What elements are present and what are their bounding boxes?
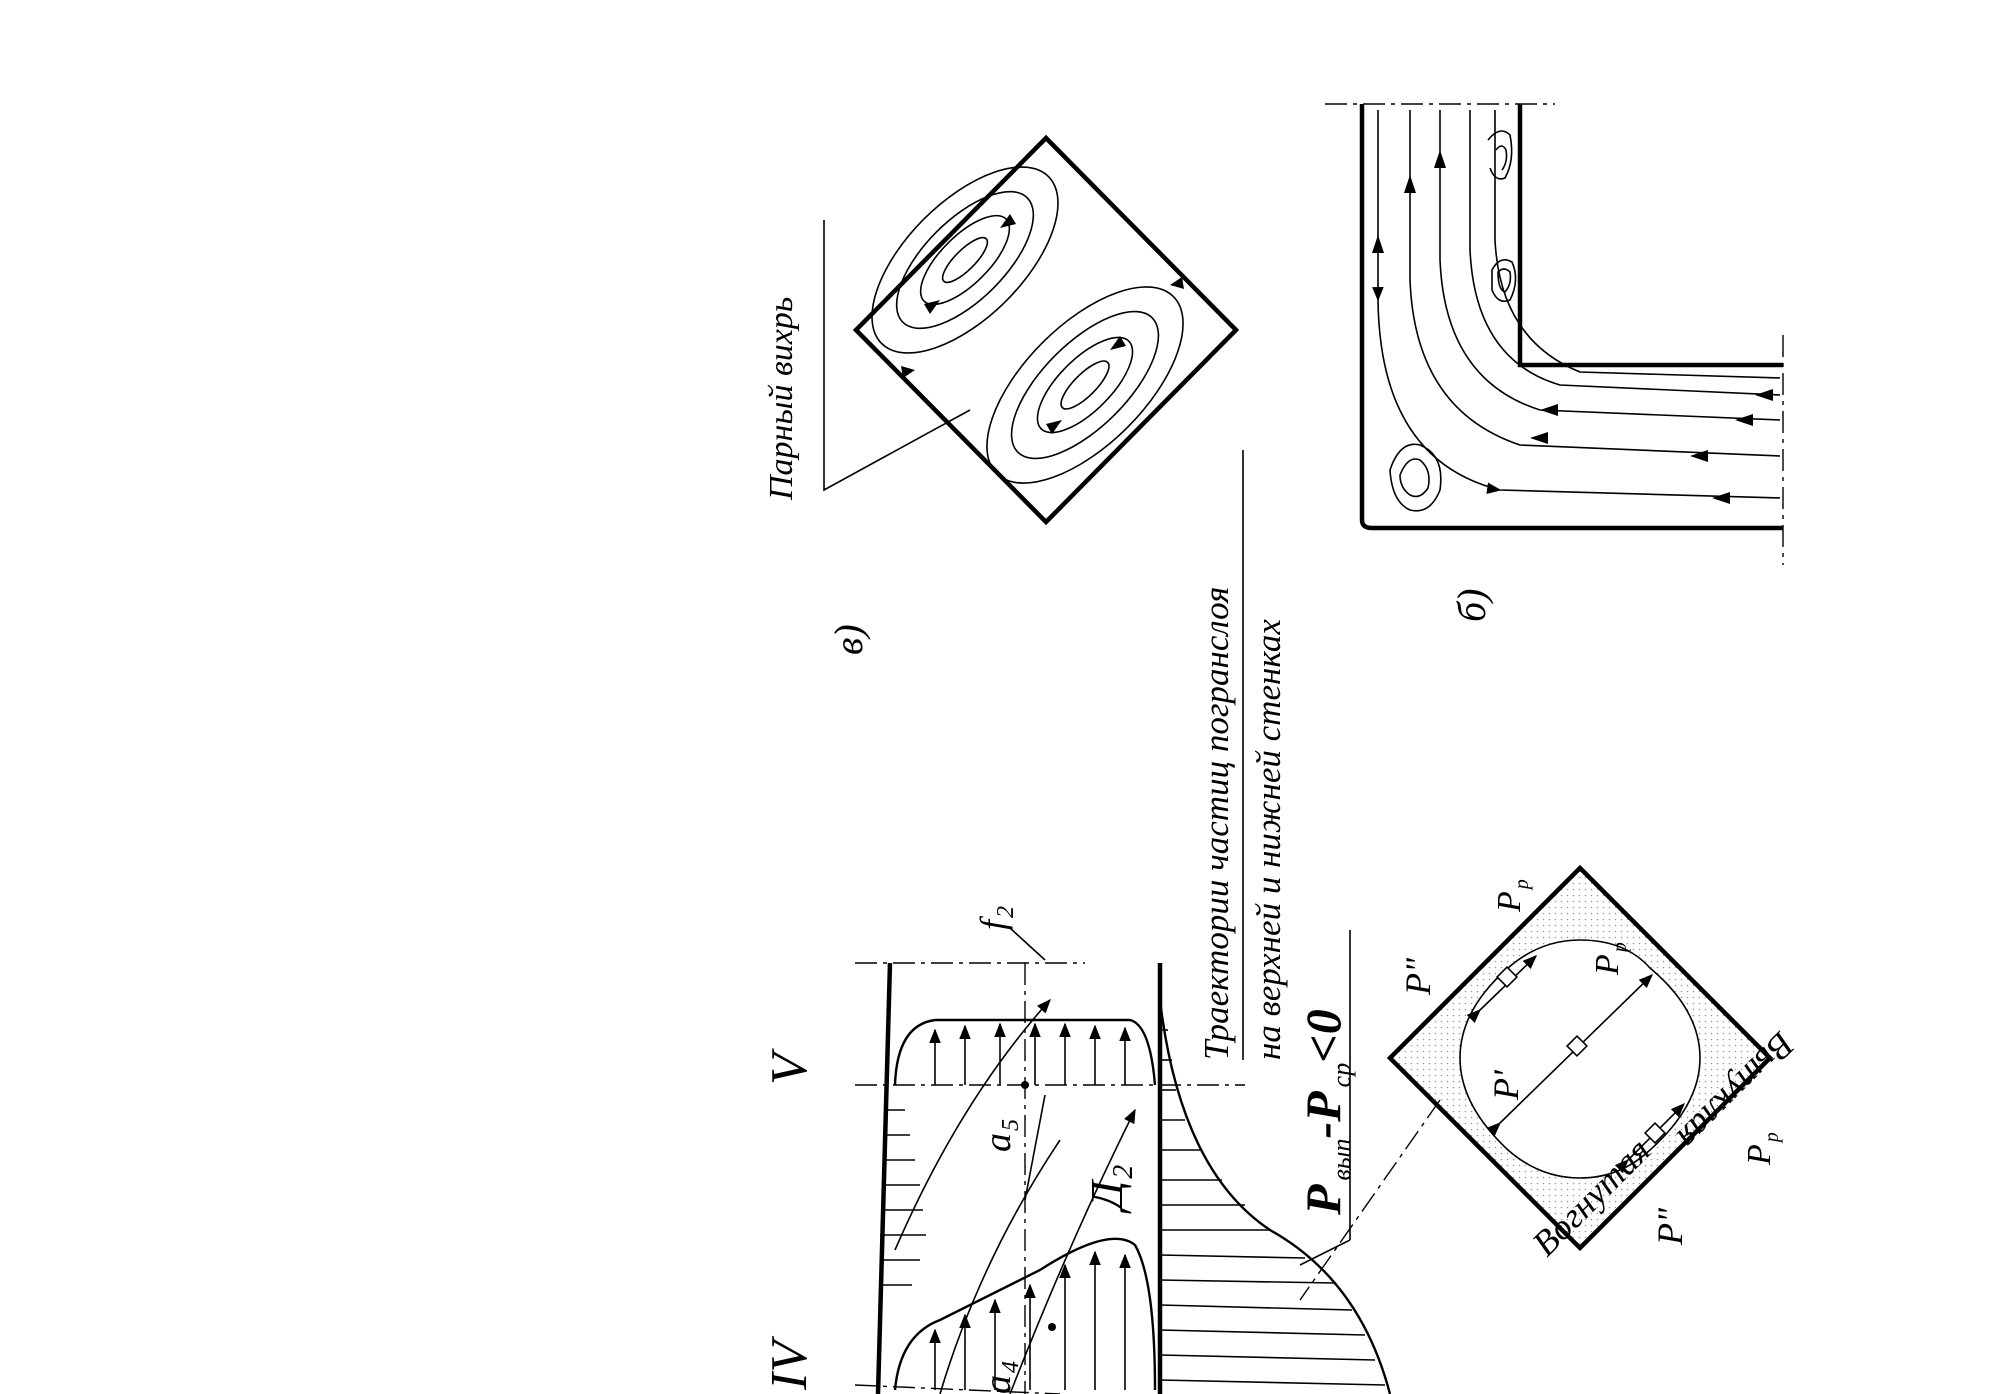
velocity-profile-V (893, 1018, 1157, 1086)
vortex-square (852, 134, 1240, 526)
bend-inner-wall (1517, 104, 1783, 368)
vortex-arrow-4 (1046, 420, 1062, 434)
cross-section-axis (1299, 1099, 1441, 1301)
vortex-arrow-3 (1110, 336, 1126, 350)
bend-outer-wall (1359, 104, 1783, 531)
vortex-arrow-1 (1000, 214, 1016, 228)
right-wall-hatching (1159, 1029, 1386, 1386)
vortex-upper (871, 166, 1059, 354)
f2-label: f2 (973, 906, 1019, 930)
channel-left-wall (875, 962, 893, 1394)
section-IV-line (854, 1384, 1061, 1394)
figure-a-channel: V IV f2 a5 a4 Д2 Pвып-Pср<0 (761, 906, 1392, 1394)
arrow-left-6 (1540, 404, 1558, 416)
inner-vortex-1 (1491, 259, 1517, 303)
p-double-top-label: P" (1398, 957, 1438, 996)
trajectory-line-1: Траектории частиц погранслоя (1197, 587, 1236, 1060)
velocity-profile-IV (893, 1237, 1157, 1391)
inner-vortex-2 (1487, 130, 1513, 180)
arrow-left-5 (1530, 432, 1548, 444)
center-sensor (1565, 1034, 1589, 1058)
figure-b-label: б) (1449, 589, 1494, 622)
pressure-leader (1299, 1239, 1351, 1266)
inner-vortex-1b (1497, 268, 1512, 293)
corner-vortex-outer (1389, 443, 1442, 512)
arrow-left-1 (1712, 492, 1730, 504)
corner-vortex-inner (1399, 458, 1430, 498)
figure-v-label: в) (826, 624, 871, 655)
p-double-bottom-label: P" (1650, 1207, 1690, 1246)
vortex-arrow-2 (924, 300, 940, 314)
arrow-up-2 (1404, 175, 1416, 193)
arrow-up-1 (1372, 235, 1384, 253)
vortex-arrow-5 (1170, 277, 1184, 289)
paired-vortex-leader (823, 220, 971, 492)
velocity-arrows-IV (929, 1250, 1131, 1390)
vortex-lower (986, 286, 1184, 484)
figure-b-bend: б) (1325, 103, 1784, 622)
D2-label: Д2 (1081, 1165, 1139, 1214)
f2-leader (1009, 927, 1046, 961)
arrow-up-3 (1434, 150, 1446, 168)
section-V-label: V (761, 1048, 818, 1085)
trajectory-curve-1 (894, 998, 1051, 1251)
figure-cross-section: Вогнутая Выпуклая P" P" P' Pр Pр Pр (1299, 864, 1803, 1301)
trajectory-curve-2 (1009, 1108, 1136, 1394)
streamline-1 (1372, 110, 1781, 499)
bottom-right-sensor (1643, 1121, 1667, 1145)
velocity-arrows-V (929, 1022, 1131, 1085)
streamline-4 (1469, 110, 1781, 396)
p-r-bottom-label: Pр (1741, 1132, 1783, 1166)
arrow-left-2 (1690, 450, 1708, 462)
figure-v-paired-vortex: Парный вихрь в) (763, 134, 1240, 655)
section-IV-label: IV (761, 1336, 818, 1391)
arrow-left-3 (1735, 414, 1753, 426)
inner-vortex-2b (1495, 145, 1508, 171)
streamline-3 (1439, 110, 1781, 421)
point-a4 (1048, 1323, 1056, 1331)
arrow-left-4 (1755, 389, 1773, 401)
trajectory-curve-4 (1024, 1094, 1046, 1201)
vortex-arrow-6 (901, 366, 915, 378)
top-left-sensor (1495, 965, 1519, 989)
p-single-label: P' (1486, 1069, 1526, 1101)
left-wall-hatching (879, 1109, 926, 1286)
trajectory-caption: Траектории частиц погранслоя на верхней … (1197, 450, 1288, 1060)
paired-vortex-label: Парный вихрь (763, 297, 800, 501)
streamline-2 (1409, 110, 1781, 457)
a5-label: a5 (977, 1119, 1024, 1152)
trajectory-line-2: на верхней и нижней стенках (1249, 619, 1288, 1060)
p-r-center-label: Pр (1589, 942, 1631, 976)
trajectory-curve-3 (939, 1139, 1061, 1394)
point-a5 (1021, 1081, 1029, 1089)
a4-label: a4 (977, 1361, 1024, 1394)
pressure-formula: Pвып-Pср<0 (1295, 1009, 1356, 1216)
p-r-top-label: Pр (1491, 879, 1533, 913)
streamline-5 (1494, 110, 1781, 379)
